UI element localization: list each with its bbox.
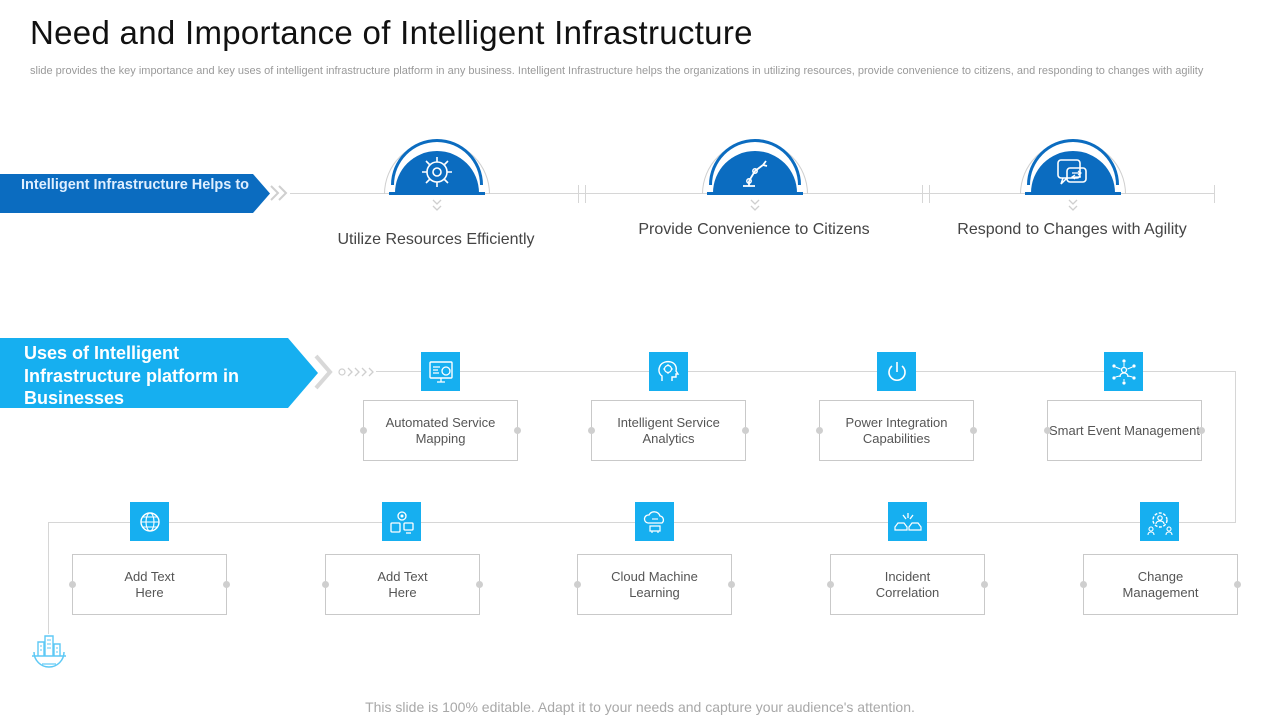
box-connector-dot [981,581,988,588]
page-subtitle: slide provides the key importance and ke… [30,65,1204,77]
divider-tick [929,185,930,203]
box-connector-dot [514,427,521,434]
use-case-box: Add Text Here [72,554,227,615]
flow-line-right [1235,371,1236,523]
uses-banner: Uses of Intelligent Infrastructure platf… [0,338,318,408]
arrow-connector-icon [338,365,378,384]
chevron-down-icon [427,198,447,213]
divider-tick [585,185,586,203]
use-case-label: Change Management [1122,568,1199,600]
importance-label-3: Respond to Changes with Agility [957,221,1187,238]
badge-baseline [389,192,485,195]
brain-head-icon [649,352,688,391]
importance-label-2: Provide Convenience to Citizens [638,221,870,238]
box-connector-dot [1198,427,1205,434]
box-connector-dot [728,581,735,588]
divider-tick [578,185,579,203]
box-connector-dot [69,581,76,588]
use-case-box: Power Integration Capabilities [819,400,974,461]
page-title: Need and Importance of Intelligent Infra… [30,14,753,51]
chevron-right-icon [312,354,334,395]
city-globe-icon [30,632,68,673]
gear-target-icon [419,154,455,195]
helps-to-banner-label: Intelligent Infrastructure Helps to [21,177,249,193]
chevron-down-icon [745,198,765,213]
use-case-label: Add Text Here [377,568,428,600]
box-connector-dot [742,427,749,434]
box-connector-dot [574,581,581,588]
use-case-label: Intelligent Service Analytics [617,414,720,446]
flow-line-left [48,522,49,634]
chevron-down-icon [1063,198,1083,213]
network-person-icon [1104,352,1143,391]
uses-banner-label: Uses of Intelligent Infrastructure platf… [24,343,240,408]
use-case-box: Change Management [1083,554,1238,615]
power-icon [877,352,916,391]
use-case-box: Smart Event Management [1047,400,1202,461]
divider-tick [1214,185,1215,203]
use-case-box: Add Text Here [325,554,480,615]
badge-baseline [707,192,803,195]
importance-label-1: Utilize Resources Efficiently [337,231,535,248]
use-case-box: Incident Correlation [830,554,985,615]
box-connector-dot [588,427,595,434]
globe-gear-icon [130,502,169,541]
cloud-learning-icon [635,502,674,541]
use-case-label: Automated Service Mapping [385,414,496,446]
use-case-label: Add Text Here [124,568,175,600]
chat-exchange-icon [1055,157,1089,196]
box-connector-dot [1234,581,1241,588]
double-chevron-icon [268,184,290,207]
use-case-label: Smart Event Management [1048,422,1201,438]
use-case-label: Cloud Machine Learning [611,568,698,600]
helps-to-banner: Intelligent Infrastructure Helps to [0,174,270,213]
box-connector-dot [360,427,367,434]
box-connector-dot [1044,427,1051,434]
box-connector-dot [827,581,834,588]
box-connector-dot [816,427,823,434]
car-crash-icon [888,502,927,541]
divider-tick [922,185,923,203]
team-gear-icon [1140,502,1179,541]
box-connector-dot [476,581,483,588]
use-case-box: Intelligent Service Analytics [591,400,746,461]
use-case-box: Automated Service Mapping [363,400,518,461]
robotic-arm-icon [737,156,773,195]
box-connector-dot [322,581,329,588]
dashboard-icon [421,352,460,391]
badge-baseline [1025,192,1121,195]
flow-line-row1 [376,371,1236,372]
box-connector-dot [1080,581,1087,588]
use-case-label: Power Integration Capabilities [845,414,948,446]
use-case-label: Incident Correlation [875,568,940,600]
box-connector-dot [223,581,230,588]
gear-devices-icon [382,502,421,541]
box-connector-dot [970,427,977,434]
footer-note: This slide is 100% editable. Adapt it to… [365,699,915,715]
use-case-box: Cloud Machine Learning [577,554,732,615]
